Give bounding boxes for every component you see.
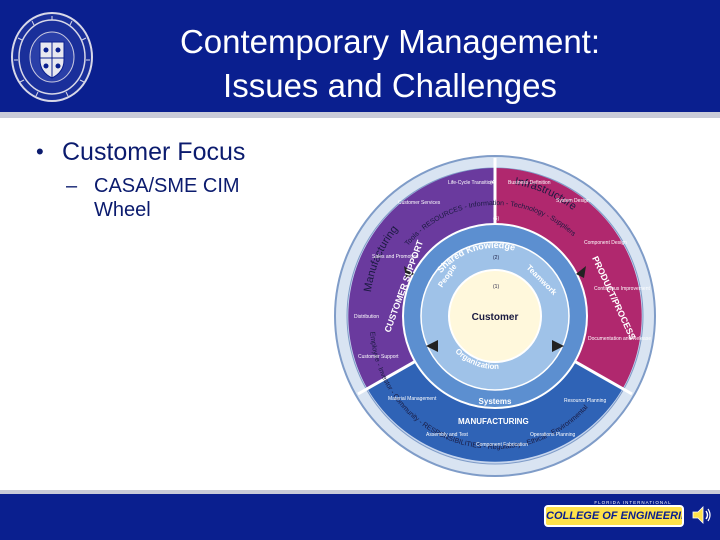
title-line-2: Issues and Challenges [223, 67, 557, 104]
cell-distribution: Distribution [354, 314, 379, 320]
cell-customer-support: Customer Support [358, 354, 399, 360]
marker-3: (5) [493, 216, 499, 222]
cell-operations-planning: Operations Planning [530, 432, 576, 438]
cell-material-management: Material Management [388, 396, 437, 402]
speaker-icon[interactable] [690, 504, 712, 526]
university-seal-logo [11, 12, 93, 102]
cell-component-fabrication: Component Fabrication [476, 442, 528, 448]
arrow-top-right-icon [576, 266, 586, 278]
cell-life-cycle: Life-Cycle Transitions [448, 180, 496, 186]
cell-business-definition: Business Definition [508, 180, 551, 186]
systems-label: Systems [479, 397, 512, 406]
cell-continuous-improvement: Continuous Improvement [594, 286, 650, 292]
manufacturing-label: MANUFACTURING [458, 417, 529, 426]
title-bar [0, 0, 720, 118]
sub-bullet-cim-wheel: CASA/SME CIM Wheel [66, 174, 264, 222]
cell-resource-planning: Resource Planning [564, 398, 606, 404]
cell-customer-services: Customer Services [398, 200, 441, 206]
slide-title: Contemporary Management: Issues and Chal… [100, 20, 680, 108]
bullet-customer-focus: Customer Focus [36, 136, 336, 168]
cell-documentation: Documentation and Release [588, 336, 651, 342]
footer-rule [0, 490, 720, 494]
title-line-1: Contemporary Management: [179, 23, 601, 60]
college-of-engineering-logo: COLLEGE OF ENGINEERING [544, 505, 684, 527]
customer-core-label: Customer [472, 312, 519, 323]
cell-sales-promotion: Sales and Promotion [372, 254, 419, 260]
cell-component-design: Component Design [584, 240, 627, 246]
arrow-left-icon [426, 340, 438, 352]
title-bar-rule [0, 112, 720, 118]
marker-4: (4) [490, 180, 496, 186]
cell-system-design: System Design [556, 198, 590, 204]
customer-core [448, 269, 542, 363]
arrow-right-icon [552, 340, 564, 352]
marker-1: (1) [493, 284, 499, 290]
cim-wheel-diagram: Manufacturing Infrastructure Tools - RES… [334, 155, 656, 477]
marker-2: (2) [493, 255, 499, 261]
arrow-top-left-icon [404, 266, 414, 278]
bullet-list: Customer Focus CASA/SME CIM Wheel [36, 136, 336, 222]
cell-assembly-test: Assembly and Test [426, 432, 468, 438]
